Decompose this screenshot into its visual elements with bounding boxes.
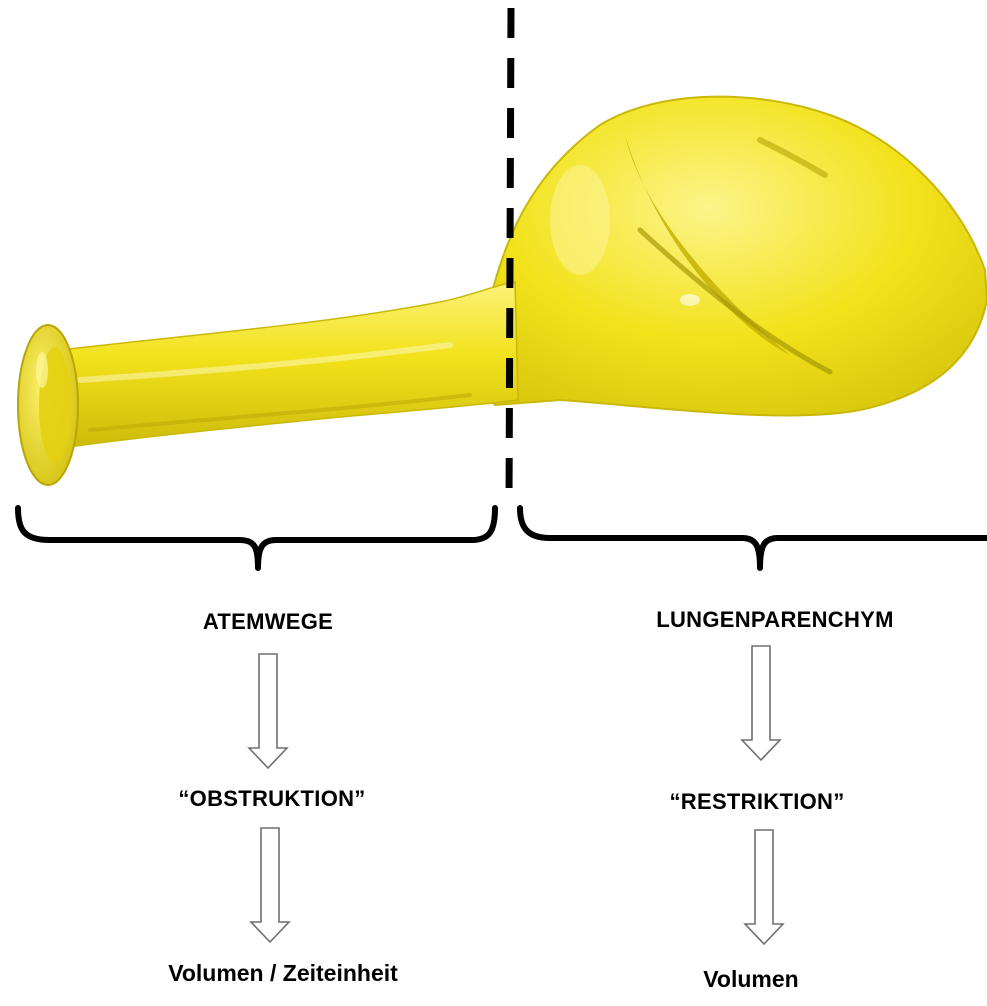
atemwege-label: ATEMWEGE (203, 609, 333, 635)
arrow-right-2 (745, 830, 783, 944)
arrow-right-1 (742, 646, 780, 760)
left-brace (18, 508, 495, 568)
right-brace (520, 508, 987, 568)
arrow-left-2 (251, 828, 289, 942)
restriktion-label: “RESTRIKTION” (669, 789, 844, 815)
balloon-image (18, 97, 987, 485)
arrow-left-1 (249, 654, 287, 768)
lungenparenchym-label: LUNGENPARENCHYM (656, 607, 894, 633)
volumen-label: Volumen (703, 966, 798, 993)
obstruktion-label: “OBSTRUKTION” (178, 786, 365, 812)
volumen-zeiteinheit-label: Volumen / Zeiteinheit (168, 960, 398, 987)
